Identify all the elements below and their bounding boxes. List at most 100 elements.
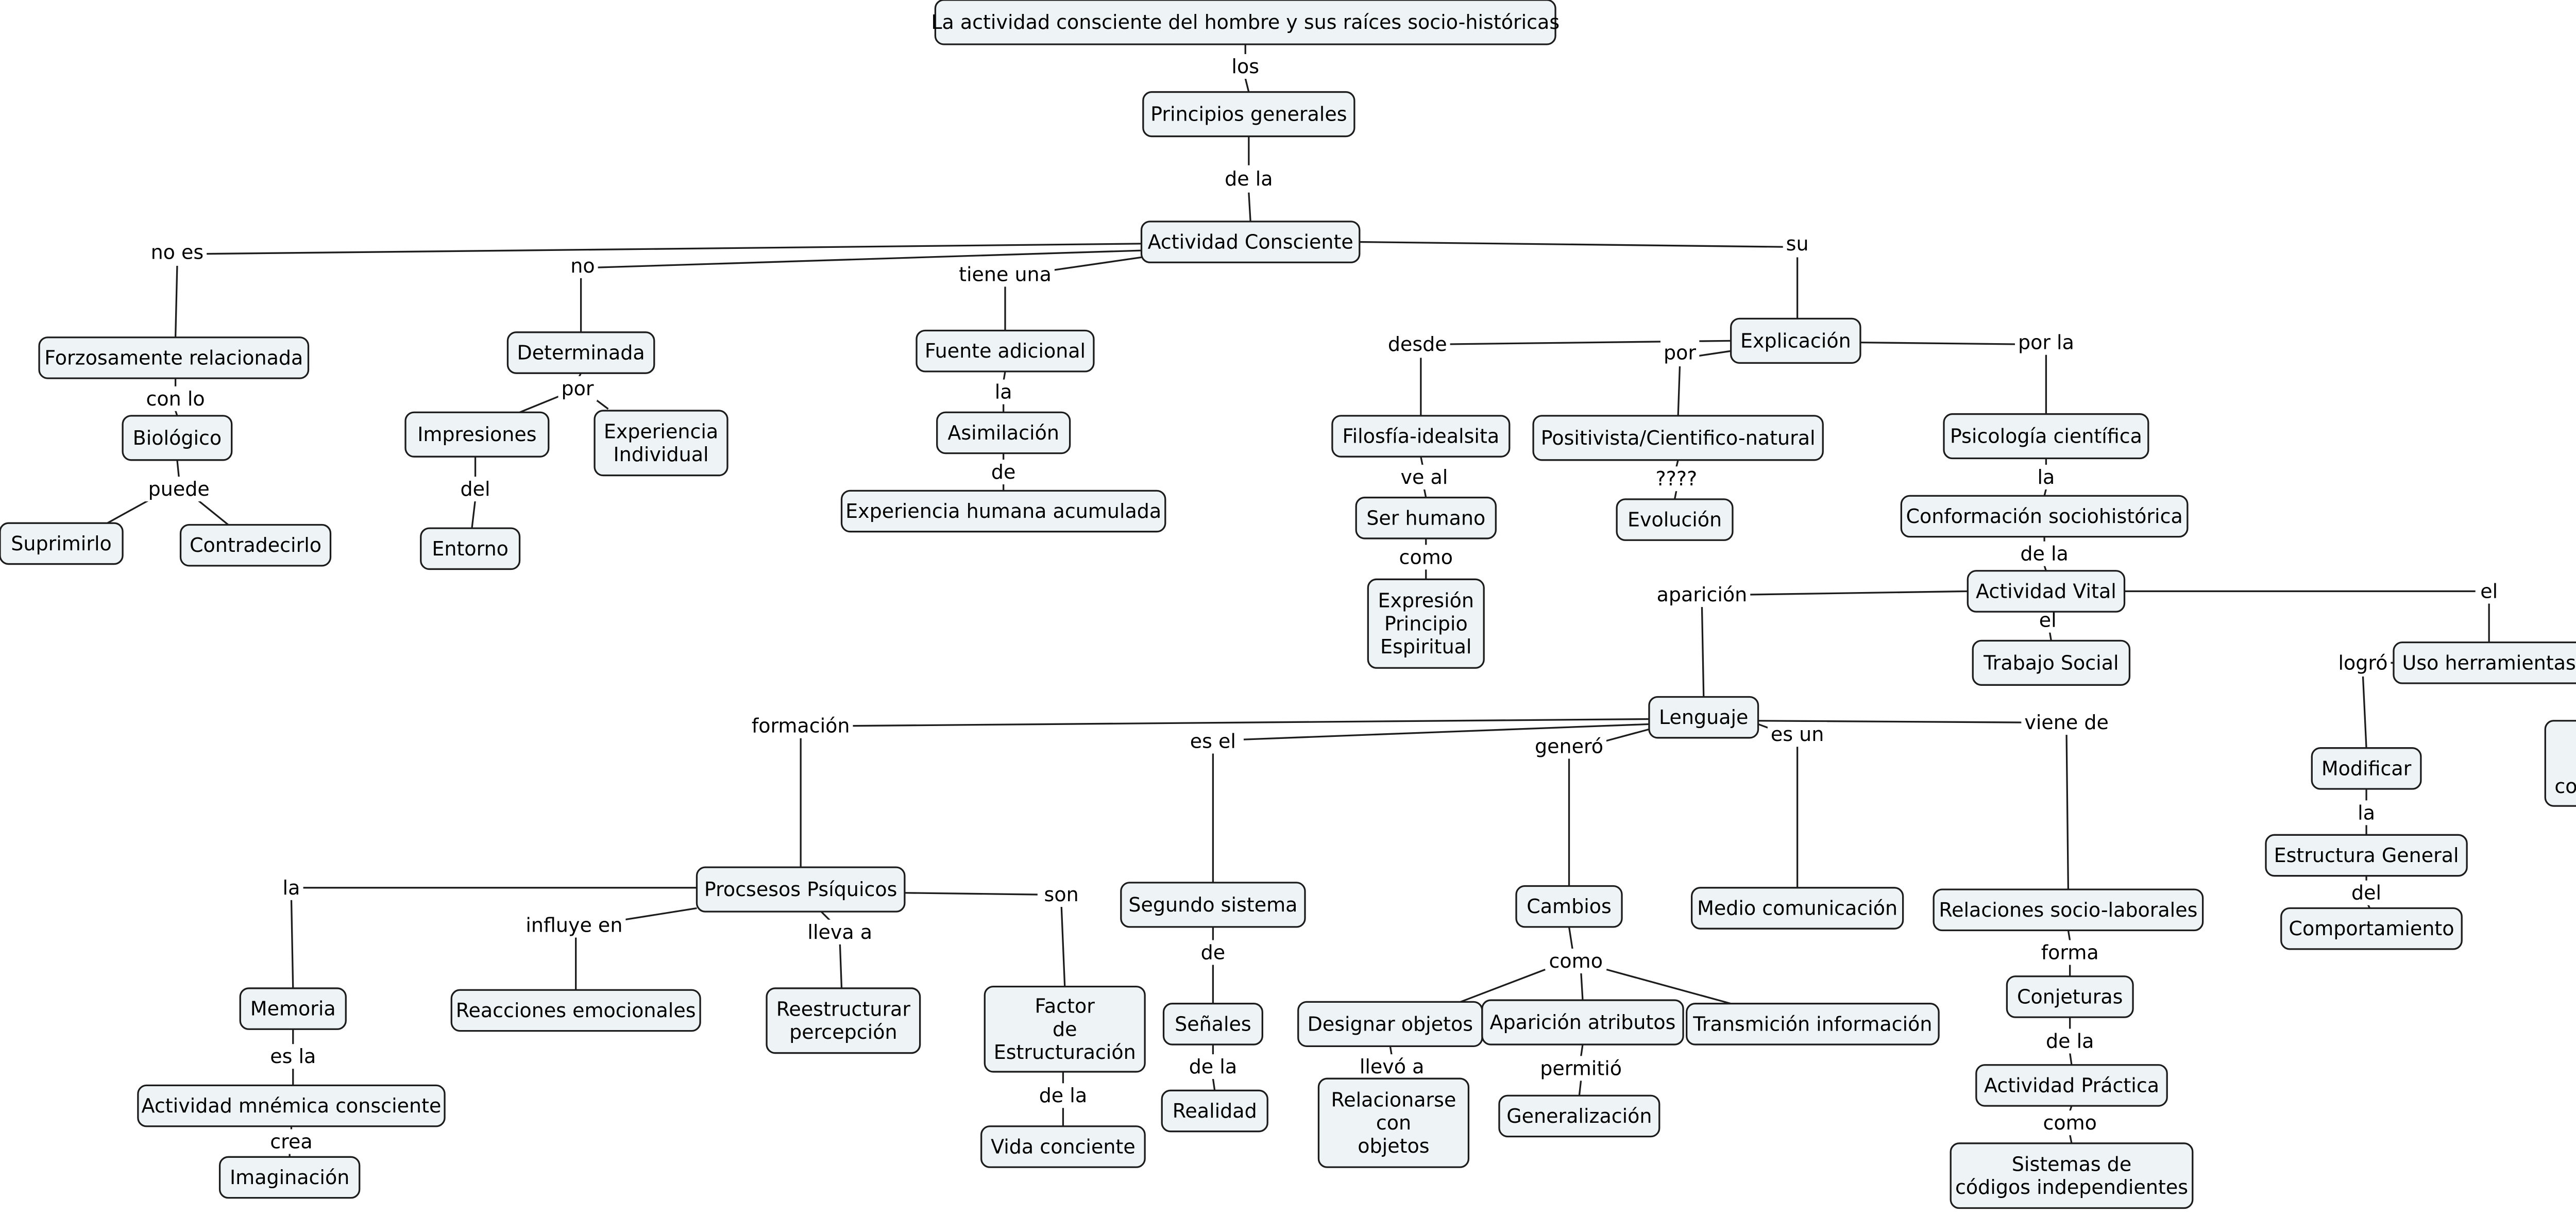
concept-node-root: La actividad consciente del hombre y sus… [931,0,1560,45]
concept-node-box [1967,570,2126,613]
linking-phrase-text: permitió [1540,1057,1622,1080]
linking-phrase-background [2354,800,2379,825]
connector-line [1697,350,1731,357]
linking-phrase-background [1185,1054,1241,1080]
concept-node-text: Señales [1175,1013,1251,1035]
concept-node-herramientas: Uso herramientas [2393,642,2576,684]
connector-line [1606,968,1732,1005]
linking-phrase-la3: la [2354,800,2379,825]
linking-phrase-text: de la [1189,1055,1237,1078]
linking-phrase-text: por la [2018,331,2074,354]
linking-phrase-como3: como [2040,1110,2100,1136]
linking-phrase-background [147,240,207,265]
concept-node-text: con [1376,1111,1411,1134]
concept-node-box [179,524,332,567]
linking-phrase-llevaa: lleva a [804,919,876,945]
linking-phrase-text: son [1044,883,1079,906]
concept-node-text: Explicación [1740,329,1851,352]
concept-node-medio: Medio comunicación [1690,887,1904,930]
connector-line [1244,78,1250,92]
linking-phrase-background [1783,231,1812,256]
concept-node-text: Sistemas de [2012,1153,2131,1175]
linking-phrase-background [1652,466,1701,492]
linking-phrase-background [2040,1110,2100,1136]
concept-node-explicacion: Explicación [1730,317,1861,364]
linking-phrase-text: de la [1225,167,1273,190]
concept-node-box [594,410,728,477]
concept-node-text: Determinada [517,341,645,364]
concept-node-box [137,1084,446,1127]
linking-phrase-text: su [1786,232,1809,255]
concept-node-filosofia: Filosfía-idealsita [1331,415,1511,458]
linking-phrase-text: puede [148,478,210,500]
concept-node-text: Biológico [133,427,222,449]
concept-node-box [1686,1003,1940,1046]
concept-node-box [916,329,1095,373]
concept-node-primerbrote: Primerbroteconciencia [2544,720,2576,807]
concept-node-box [2006,975,2134,1018]
concept-node-box [218,1156,361,1199]
concept-node-text: Actividad Práctica [1984,1074,2159,1097]
linking-phrase-text: ve al [1401,466,1448,488]
connector-line [1860,342,2015,345]
concept-node-box [2544,720,2576,807]
concept-node-box [1140,221,1361,263]
concept-node-text: Actividad Vital [1976,580,2116,602]
concept-node-box [239,987,347,1030]
concept-node-positivista: Positivista/Cientifico-natural [1532,415,1824,461]
concept-node-text: Aparición atributos [1489,1011,1675,1034]
concept-node-box [1943,413,2149,460]
concept-node-text: Espiritual [1380,635,1472,658]
linking-phrase-text: del [2351,882,2381,904]
concept-node-box [766,987,921,1054]
connector-line [1701,606,1705,697]
connector-line [471,499,477,529]
linking-phrase-text: de la [1039,1084,1087,1107]
concept-node-text: Lenguaje [1659,706,1748,729]
connector-line [1580,1044,1584,1057]
concept-node-box [1331,415,1511,458]
concept-node-box [696,866,906,913]
linking-phrase-aparicion: aparición [1653,582,1751,608]
concept-node-box [1616,498,1734,541]
linking-phrase-su: su [1783,231,1812,256]
concept-node-box [934,0,1556,45]
concept-node-exphumana: Experiencia humana acumulada [840,490,1166,533]
linking-phrase-text: ???? [1656,467,1698,490]
linking-phrase-background [988,459,1019,484]
concept-node-text: Procsesos Psíquicos [704,878,897,901]
connector-line [1578,1080,1582,1096]
concept-node-biologico: Biológico [122,415,233,461]
linking-phrase-text: no es [151,241,204,263]
concept-node-text: Realidad [1173,1100,1257,1122]
concept-node-text: Evolución [1628,509,1722,531]
linking-phrase-background [2335,650,2391,676]
concept-node-text: Primer [2574,729,2576,752]
linking-phrase-background [1041,882,1082,907]
linking-phrase-text: con lo [146,387,205,410]
linking-phrase-background [1546,949,1606,974]
linking-phrase-background [1532,734,1607,759]
linking-phrase-esla: es la [267,1044,319,1069]
concept-node-box [1161,1089,1268,1133]
linking-phrase-background [2017,541,2072,566]
concept-node-text: Actividad mnémica consciente [142,1094,442,1117]
connector-line [2069,1134,2073,1144]
concept-node-text: Uso herramientas [2402,651,2576,674]
linking-phrase-text: la [2358,801,2375,824]
concept-node-text: Factor [1035,995,1095,1018]
linking-phrase-text: la [995,381,1012,403]
connector-line [1359,241,1798,248]
concept-node-conjeturas: Conjeturas [2006,975,2134,1018]
connector-line [596,249,1142,268]
concept-node-text: percepción [789,1021,897,1043]
linking-phrase-text: de [1201,941,1226,964]
connector-line [519,393,566,413]
concept-node-text: Experiencia [604,420,718,443]
connector-line [1423,488,1427,498]
connector-line [2043,565,2047,571]
connector-line [1248,192,1251,222]
